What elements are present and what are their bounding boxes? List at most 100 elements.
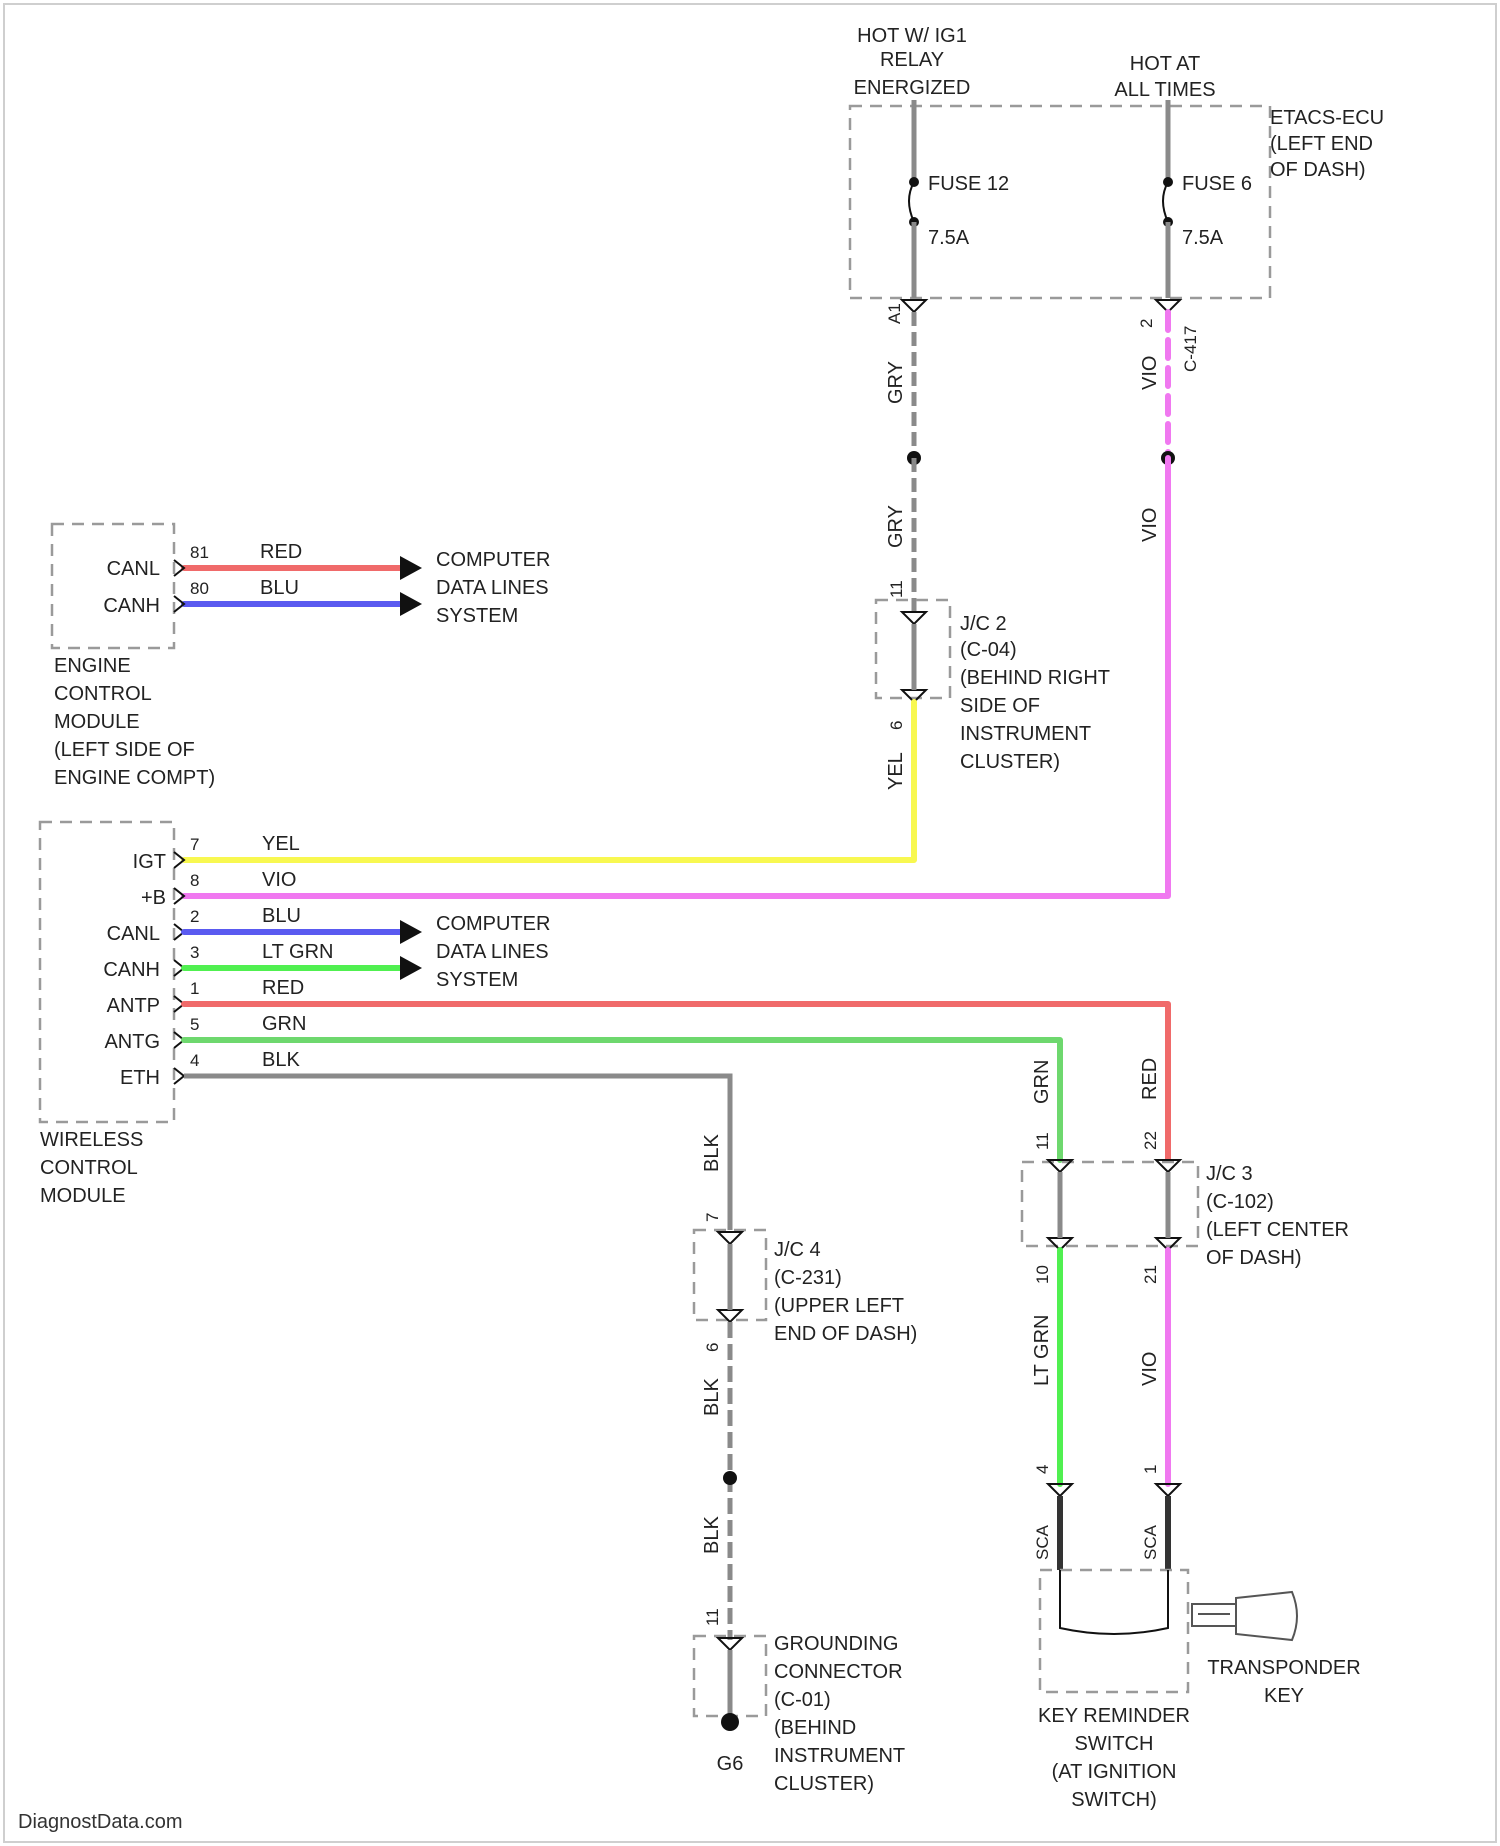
wire-label-vio: VIO <box>1139 356 1161 390</box>
jc4-label-line: J/C 4 <box>774 1239 821 1261</box>
jc3-box <box>1022 1162 1198 1246</box>
ground-connector-label-line: (BEHIND <box>774 1717 856 1739</box>
ground-connector-label-line: CLUSTER) <box>774 1773 874 1795</box>
wcm-pin-name-antg: ANTG <box>104 1031 160 1053</box>
diagram-border <box>4 4 1496 1842</box>
krs-label-line: SWITCH <box>1075 1733 1154 1755</box>
ecm-pin-canh-num: 80 <box>190 579 209 598</box>
wcm-dest-label: COMPUTER DATA LINES SYSTEM <box>436 913 550 991</box>
wire-label-vio: VIO <box>1139 1352 1161 1386</box>
krs-label-line: SWITCH) <box>1071 1789 1157 1811</box>
wire-label-red: RED <box>1139 1058 1161 1100</box>
wcm-pin-num-antg: 5 <box>190 1015 199 1034</box>
ground-connector-pin-label: 11 <box>703 1608 722 1626</box>
ecm-pin-canh-name: CANH <box>103 595 160 617</box>
wcm-dest-label-line: SYSTEM <box>436 969 518 991</box>
ground-connector-label: GROUNDING CONNECTOR (C-01) (BEHIND INSTR… <box>774 1633 905 1795</box>
jc3-label-line: OF DASH) <box>1206 1247 1302 1269</box>
jc2-pin-bottom-label: 6 <box>887 721 906 730</box>
krs-switch-symbol <box>1060 1570 1168 1634</box>
wcm-wire-colors: YEL VIO BLU LT GRN RED GRN BLK <box>262 833 334 1071</box>
fuse6-terminal <box>1163 177 1173 187</box>
wcm-color-b: VIO <box>262 869 296 891</box>
jc3-label-line: J/C 3 <box>1206 1163 1253 1185</box>
wire-label-ltgrn: LT GRN <box>1031 1315 1053 1387</box>
ecm-label-line: (LEFT SIDE OF <box>54 739 195 761</box>
power-label-always-line: HOT AT <box>1130 53 1200 75</box>
transponder-key-label: TRANSPONDER KEY <box>1207 1657 1360 1707</box>
wire-label-sca: SCA <box>1141 1524 1160 1560</box>
power-label-relay-line: ENERGIZED <box>854 77 971 99</box>
fuse6-symbol <box>1163 182 1168 222</box>
jc2-label-line: (C-04) <box>960 639 1017 661</box>
wcm-pin-name-canl: CANL <box>107 923 160 945</box>
jc3-pin-label: 22 <box>1141 1131 1160 1150</box>
wcm-pin-num-canl: 2 <box>190 907 199 926</box>
ground-connector-label-line: GROUNDING <box>774 1633 898 1655</box>
ecm-connector-pins <box>174 560 184 612</box>
wcm-label: WIRELESS CONTROL MODULE <box>40 1129 143 1207</box>
jc3-label: J/C 3 (C-102) (LEFT CENTER OF DASH) <box>1206 1163 1349 1269</box>
power-label-relay: HOT W/ IG1 RELAY ENERGIZED <box>854 25 971 99</box>
wire-antg-grn <box>184 1040 1060 1160</box>
ground-point <box>721 1713 739 1731</box>
wcm-pin-num-igt: 7 <box>190 835 199 854</box>
splice-blk <box>723 1471 737 1485</box>
fuse12-terminal <box>909 177 919 187</box>
wire-label-blk: BLK <box>701 1516 723 1554</box>
wcm-label-line: CONTROL <box>40 1157 138 1179</box>
ecm-pin-canl: CANL 81 RED <box>107 541 422 580</box>
ecm-pin-canh-color: BLU <box>260 577 299 599</box>
wire-label-blk: BLK <box>701 1378 723 1416</box>
jc2-label-line: CLUSTER) <box>960 751 1060 773</box>
etacs-ecu-label-line: ETACS-ECU <box>1270 107 1384 129</box>
wire-label-grn: GRN <box>1031 1060 1053 1104</box>
jc2-label: J/C 2 (C-04) (BEHIND RIGHT SIDE OF INSTR… <box>960 613 1110 773</box>
jc2-pin-top <box>902 612 926 624</box>
wcm-color-antg: GRN <box>262 1013 306 1035</box>
wire-label-gry: GRY <box>885 505 907 548</box>
ecm-dest-label-line: SYSTEM <box>436 605 518 627</box>
wcm-pin-name-b: +B <box>141 887 166 909</box>
power-label-always-line: ALL TIMES <box>1114 79 1215 101</box>
power-label-always: HOT AT ALL TIMES <box>1114 53 1215 101</box>
power-label-relay-line: RELAY <box>880 49 944 71</box>
ecm-pin-canl-name: CANL <box>107 558 160 580</box>
krs-box <box>1040 1570 1188 1692</box>
wcm-pin-name-antp: ANTP <box>107 995 160 1017</box>
wcm-pin-numbers: 7 8 2 3 1 5 4 <box>190 835 199 1070</box>
wcm-pin-name-igt: IGT <box>133 851 166 873</box>
wcm-dest-label-line: DATA LINES <box>436 941 549 963</box>
ecm-box <box>52 524 174 648</box>
wire-label-gry: GRY <box>885 361 907 404</box>
wcm-pin-num-b: 8 <box>190 871 199 890</box>
jc3-pin-label: 10 <box>1033 1265 1052 1284</box>
ecm-label-line: MODULE <box>54 711 140 733</box>
ecm-arrow-canl <box>400 556 422 580</box>
ground-label: G6 <box>717 1753 744 1775</box>
transponder-key-icon <box>1192 1592 1297 1640</box>
fuse12-name: FUSE 12 <box>928 173 1009 195</box>
wcm-color-canl: BLU <box>262 905 301 927</box>
ecm-label-line: CONTROL <box>54 683 152 705</box>
fuse6-name: FUSE 6 <box>1182 173 1252 195</box>
etacs-pin-a-connector <box>902 300 926 312</box>
etacs-conn-b: C-417 <box>1181 326 1200 372</box>
etacs-pin-b: 2 <box>1137 319 1156 328</box>
jc3-pin-label: 11 <box>1033 1132 1052 1150</box>
ground-connector-label-line: INSTRUMENT <box>774 1745 905 1767</box>
ecm-pin-canl-num: 81 <box>190 543 209 562</box>
transponder-key-label-line: KEY <box>1264 1685 1304 1707</box>
wcm-pin-names: IGT +B CANL CANH ANTP ANTG ETH <box>103 851 166 1089</box>
ecm-pin-canh: CANH 80 BLU <box>103 577 422 617</box>
krs-pin-b-label: 1 <box>1141 1465 1160 1474</box>
ecm-label-line: ENGINE <box>54 655 131 677</box>
jc3-label-line: (C-102) <box>1206 1191 1274 1213</box>
ecm-label: ENGINE CONTROL MODULE (LEFT SIDE OF ENGI… <box>54 655 215 789</box>
jc4-label-line: (C-231) <box>774 1267 842 1289</box>
wcm-label-line: MODULE <box>40 1185 126 1207</box>
ecm-label-line: ENGINE COMPT) <box>54 767 215 789</box>
etacs-pin-a: A1 <box>885 303 904 324</box>
wcm-label-line: WIRELESS <box>40 1129 143 1151</box>
